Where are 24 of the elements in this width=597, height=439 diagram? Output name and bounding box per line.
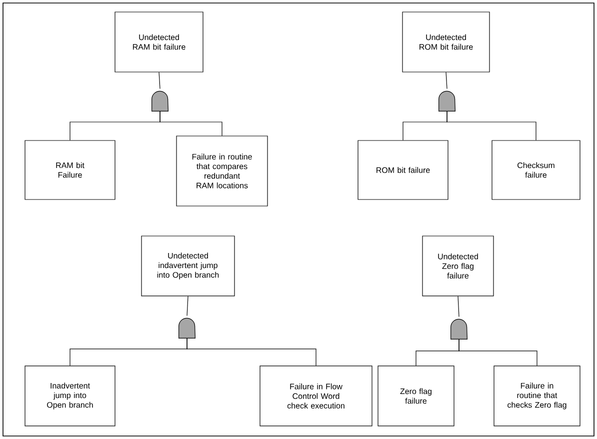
connector-line: [158, 72, 160, 90]
connector-line: [446, 110, 536, 140]
event-box: Undetected Zero flag failure: [422, 236, 494, 296]
event-box: Inadvertent jump into Open branch: [24, 366, 116, 426]
event-box: Undetected RAM bit failure: [114, 12, 204, 72]
and-gate: [152, 90, 168, 112]
and-gate: [438, 90, 456, 112]
and-gate: [450, 318, 468, 340]
event-box: Failure in routine that compares redundant RAM locations: [176, 136, 268, 206]
connector-line: [446, 72, 448, 90]
event-box: Failure in Flow Control Word check execution: [260, 366, 372, 426]
connector-line: [458, 338, 538, 366]
connector-line: [186, 296, 188, 316]
event-box: Undetected ROM bit failure: [402, 12, 490, 72]
event-box: RAM bit Failure: [24, 140, 116, 200]
and-gate: [178, 318, 196, 338]
event-box: Failure in routine that checks Zero flag: [494, 366, 580, 426]
event-box: Undetected indavertent jump into Open branch: [141, 236, 235, 296]
connector-line: [186, 338, 316, 366]
connector-line: [458, 296, 460, 318]
event-box: Zero flag failure: [378, 366, 454, 426]
connector-line: [160, 110, 222, 136]
event-box: ROM bit failure: [358, 140, 448, 200]
event-box: Checksum failure: [492, 140, 580, 200]
